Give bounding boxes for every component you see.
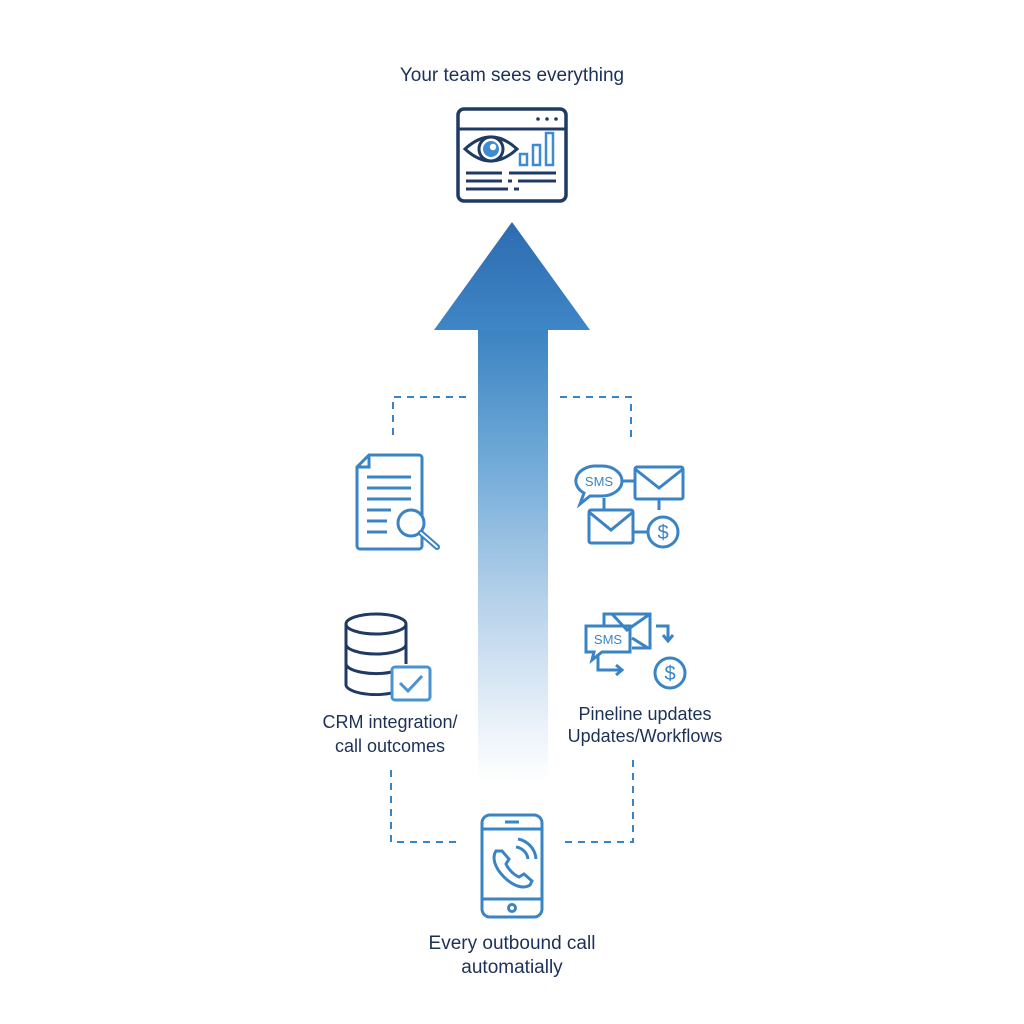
database-check-icon <box>344 612 434 702</box>
pipeline-label-line2: Updates/Workflows <box>567 726 723 746</box>
sms-email-dollar-flow-icon: SMS $ <box>582 610 694 692</box>
upward-gradient-arrow <box>434 222 590 782</box>
arrow-shaft <box>478 329 548 782</box>
svg-text:$: $ <box>657 522 668 544</box>
dashboard-eye-chart-icon <box>456 107 568 203</box>
sms-icon-text-2: SMS <box>594 632 623 647</box>
bottom-label-line1: Every outbound call <box>428 933 596 954</box>
sms-icon-text: SMS <box>585 474 614 489</box>
svg-text:$: $ <box>664 663 675 685</box>
sms-email-payment-network-icon: SMS $ <box>572 462 690 554</box>
pipeline-label-line1: Pineline updates <box>578 704 712 724</box>
arrow-head <box>434 222 590 330</box>
document-search-icon <box>355 453 445 553</box>
crm-label-line2: call outcomes <box>334 736 446 756</box>
bottom-label-line2: automatially <box>461 957 563 978</box>
smartphone-call-icon <box>480 813 544 919</box>
crm-label-line1: CRM integration/ <box>322 712 458 732</box>
top-node-label: Your team sees everything <box>399 65 625 86</box>
